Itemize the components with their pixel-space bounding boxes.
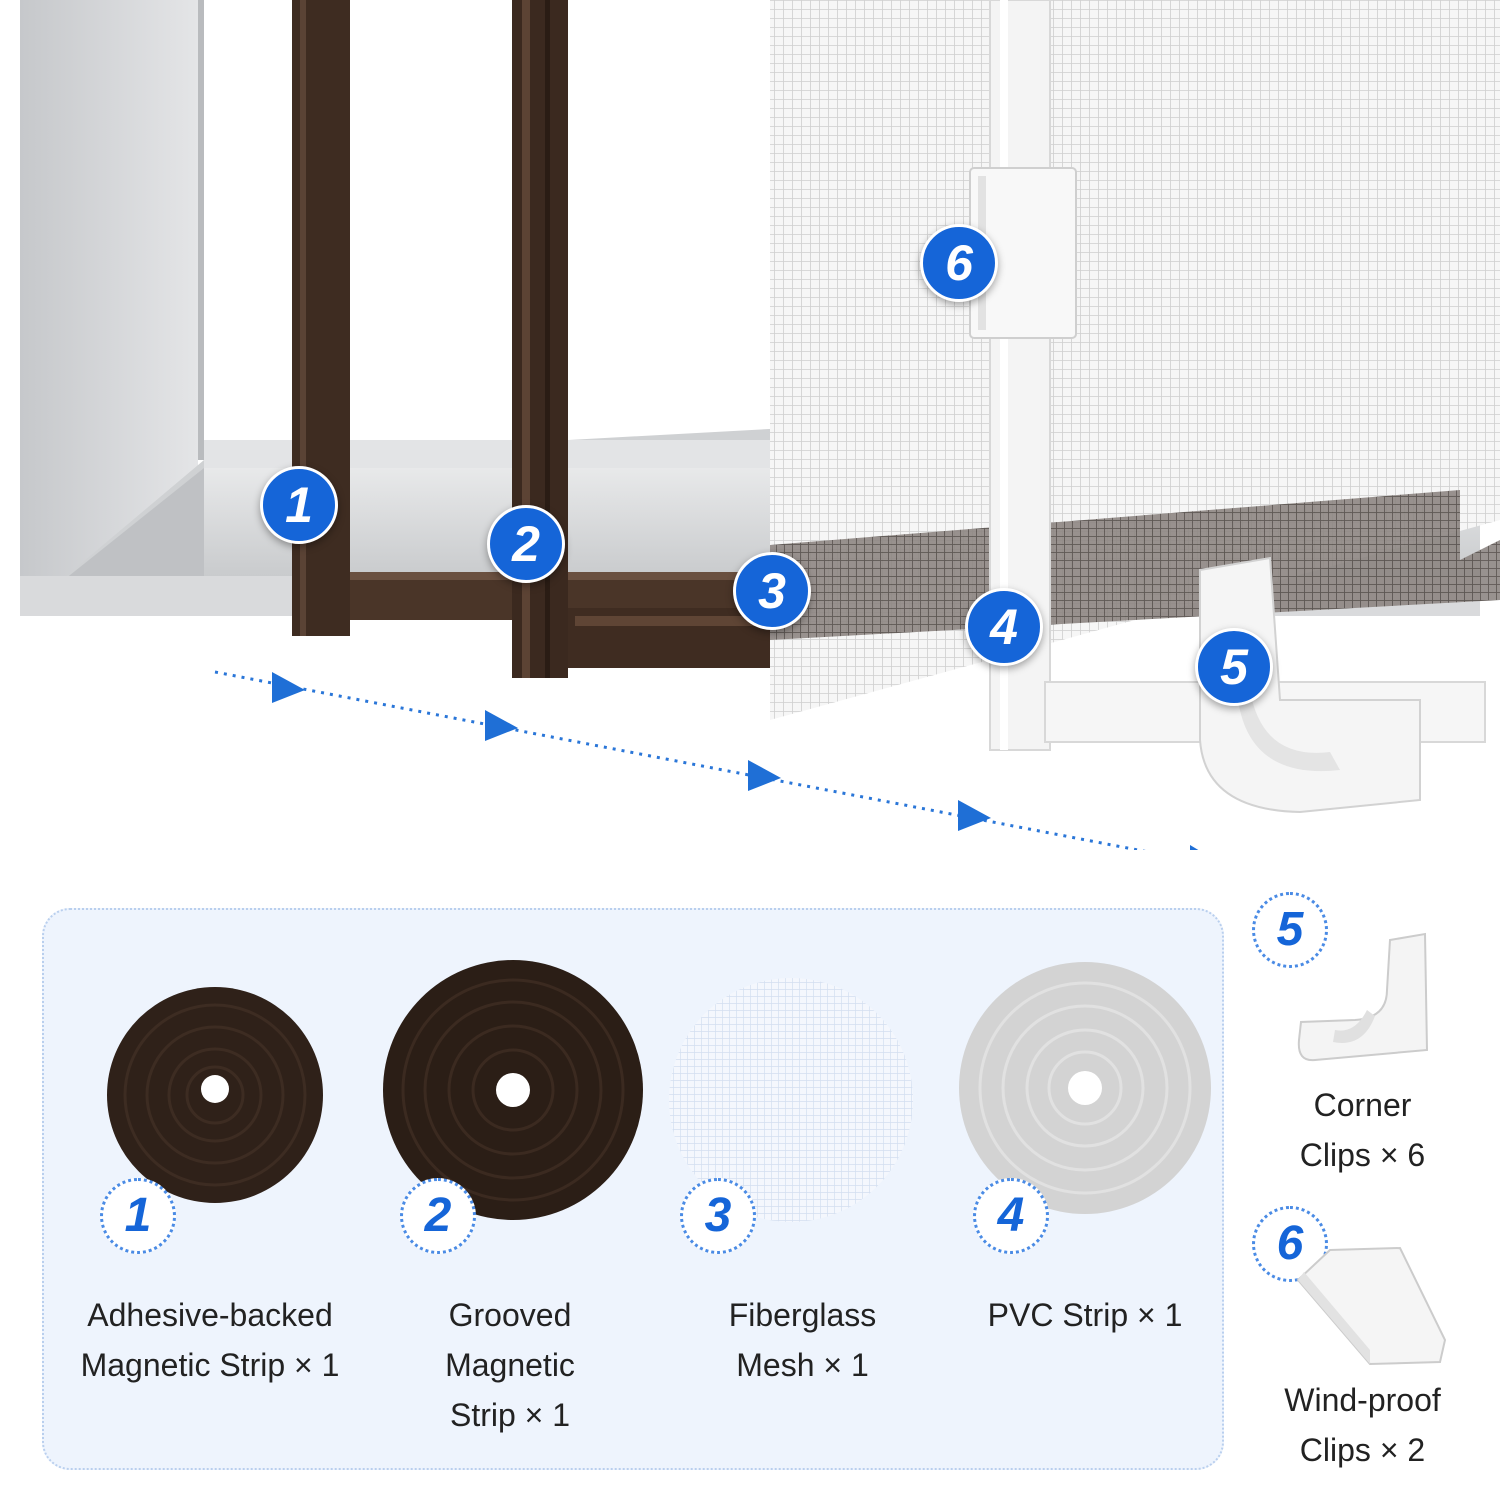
- pvc-strip-roll: [959, 962, 1211, 1214]
- callout-badge-5: 5: [1195, 628, 1273, 706]
- part-badge-4: 4: [973, 1178, 1049, 1254]
- clip-caption-wind-proof: Wind-proof Clips × 2: [1255, 1375, 1470, 1475]
- caption-line: Corner: [1313, 1087, 1412, 1123]
- caption-line: PVC Strip × 1: [987, 1297, 1183, 1333]
- part-badge-3: 3: [680, 1178, 756, 1254]
- clip-caption-corner: Corner Clips × 6: [1255, 1080, 1470, 1180]
- caption-line: Clips × 6: [1299, 1137, 1426, 1173]
- caption-line: Adhesive-backed: [87, 1297, 333, 1333]
- part-caption-adhesive-magnetic-strip: Adhesive-backed Magnetic Strip × 1: [40, 1290, 380, 1390]
- callout-badge-6: 6: [920, 224, 998, 302]
- callout-badge-1: 1: [260, 466, 338, 544]
- callout-badge-2: 2: [487, 505, 565, 583]
- caption-line: Fiberglass: [728, 1297, 877, 1333]
- caption-line: Grooved: [448, 1297, 572, 1333]
- callout-badge-4: 4: [965, 588, 1043, 666]
- fiberglass-mesh-disc: [669, 978, 913, 1222]
- caption-line: Wind-proof: [1284, 1382, 1441, 1418]
- caption-line: Magnetic Strip × 1: [80, 1347, 340, 1383]
- clip-badge-5: 5: [1252, 892, 1328, 968]
- part-caption-pvc-strip: PVC Strip × 1: [955, 1290, 1215, 1340]
- corner-clip-image: [1297, 932, 1429, 1062]
- caption-line: Clips × 2: [1299, 1432, 1426, 1468]
- grooved-magnetic-strip-roll: [383, 960, 643, 1220]
- adhesive-magnetic-strip-roll: [107, 987, 323, 1203]
- mesh-sheet: [770, 0, 1500, 720]
- caption-line: Magnetic: [445, 1347, 575, 1383]
- flow-arrow: [214, 670, 1199, 850]
- corner-clip: [1199, 556, 1421, 814]
- caption-line: Mesh × 1: [736, 1347, 869, 1383]
- part-badge-1: 1: [100, 1178, 176, 1254]
- wind-proof-clip-image: [1296, 1246, 1447, 1366]
- callout-badge-3: 3: [733, 552, 811, 630]
- part-caption-fiberglass-mesh: Fiberglass Mesh × 1: [670, 1290, 935, 1390]
- part-caption-grooved-magnetic-strip: Grooved Magnetic Strip × 1: [380, 1290, 640, 1440]
- part-badge-2: 2: [400, 1178, 476, 1254]
- clip-badge-6: 6: [1252, 1206, 1328, 1282]
- installation-illustration: [20, 0, 1500, 850]
- caption-line: Strip × 1: [449, 1397, 571, 1433]
